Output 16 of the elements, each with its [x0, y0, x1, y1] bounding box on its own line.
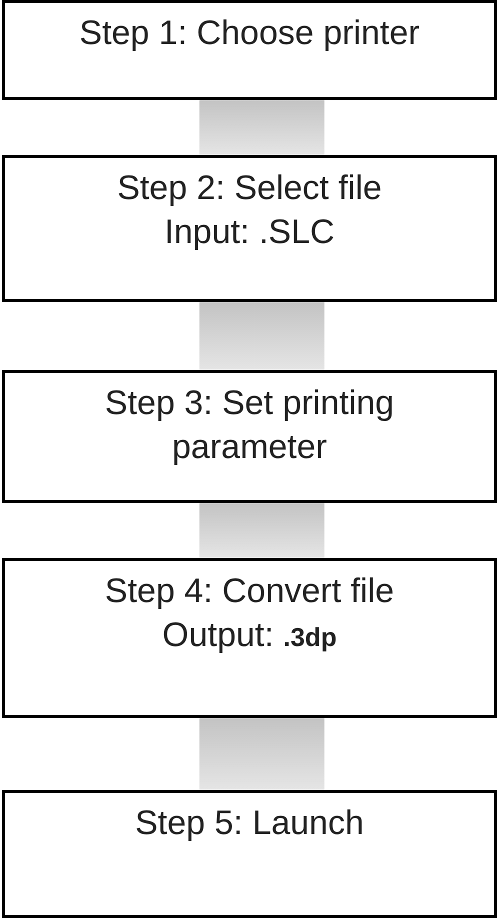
- process-box: [2, 558, 497, 718]
- connector-bar: [199, 100, 324, 155]
- step-text: Step 1: Choose printer: [79, 13, 420, 54]
- process-box: [2, 0, 497, 100]
- step-text: Step 5: Launch: [135, 803, 364, 844]
- process-box: [2, 370, 497, 503]
- step-text: Step 2: Select file: [117, 168, 382, 209]
- step-text: Input: .SLC: [164, 212, 335, 253]
- connector-bar: [199, 302, 324, 370]
- connector-bar: [199, 718, 324, 790]
- process-box: [2, 155, 497, 302]
- process-box: [2, 790, 497, 918]
- connector-bar: [199, 503, 324, 558]
- step-text: Output: .3dp: [162, 615, 337, 656]
- step-text: Step 3: Set printing parameter: [104, 383, 396, 468]
- step-text: Step 4: Convert file: [104, 571, 394, 612]
